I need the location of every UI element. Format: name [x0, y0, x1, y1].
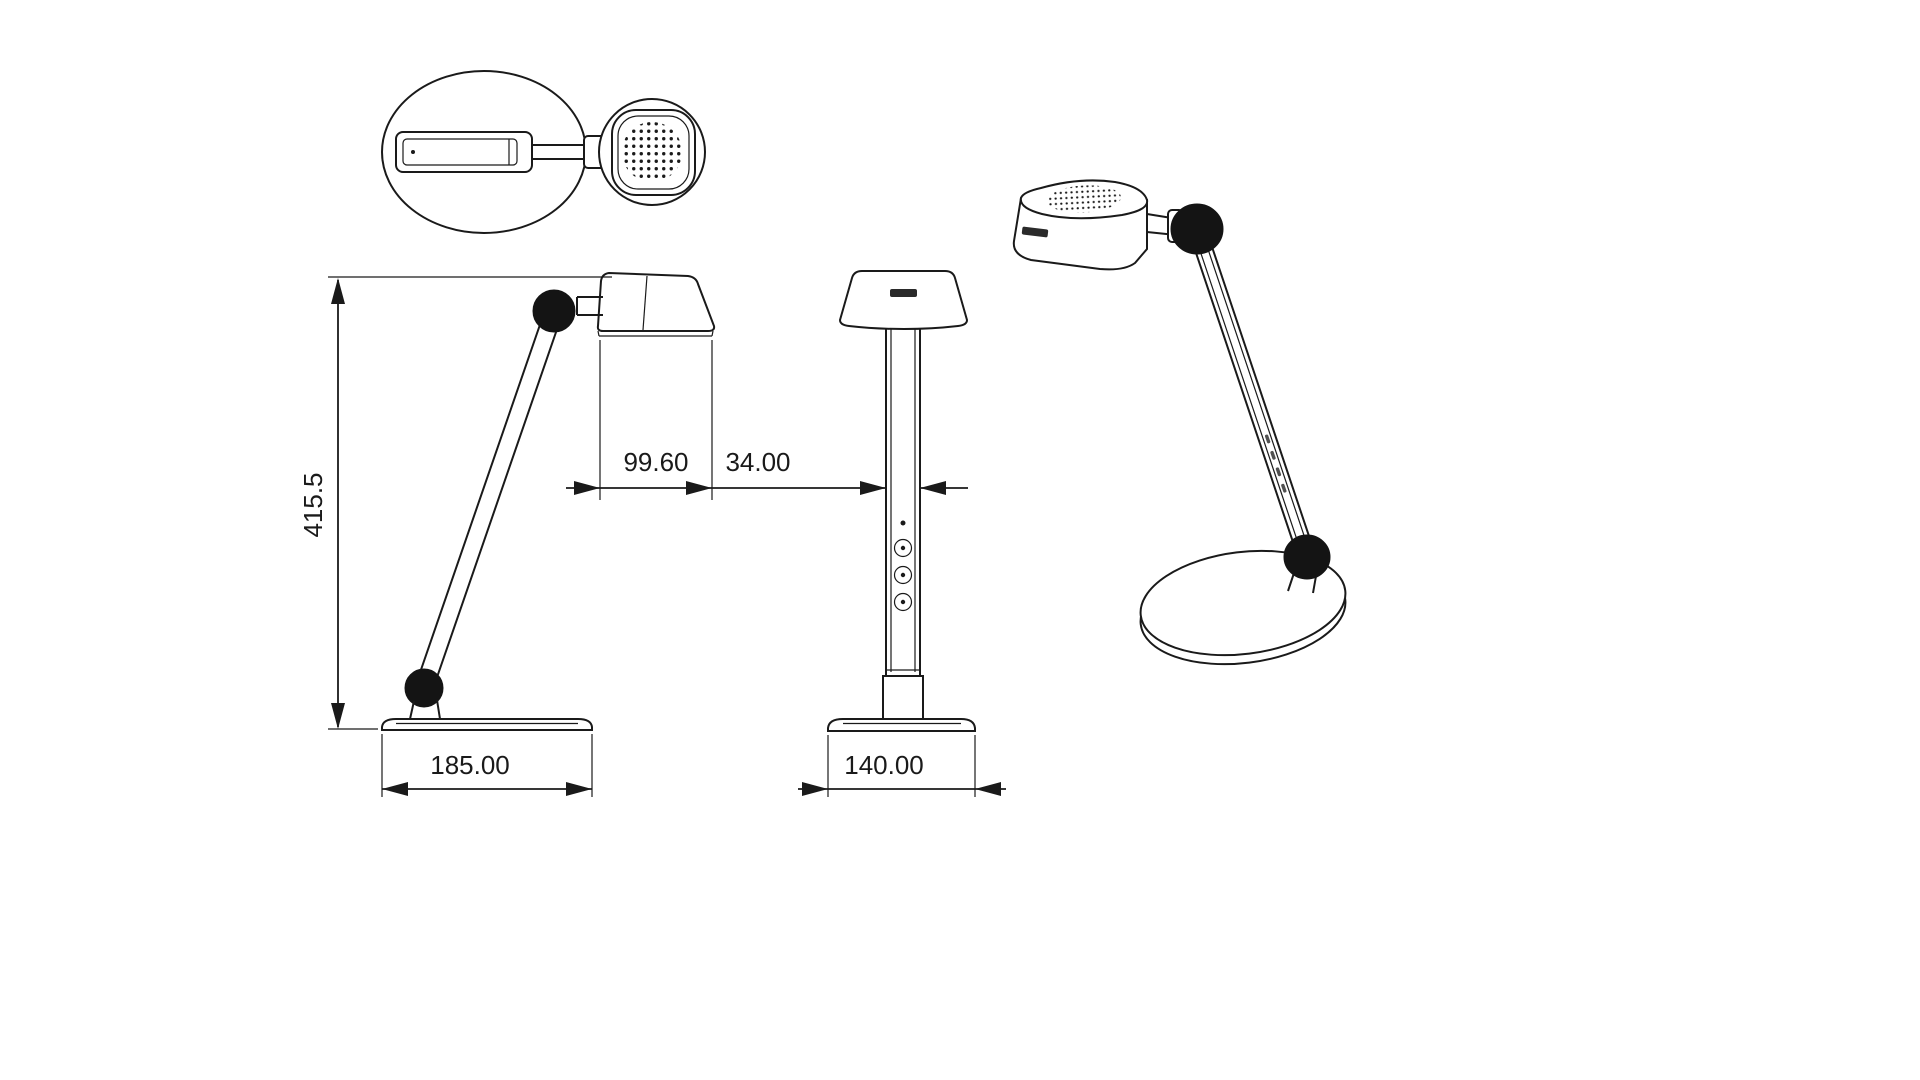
side-view-lower-joint	[404, 668, 444, 708]
perspective-arm-markings	[1264, 434, 1287, 493]
top-view-head-inner	[402, 138, 518, 166]
perspective-stem	[1287, 572, 1295, 592]
indicator-dot	[900, 520, 906, 526]
arrowhead-up	[331, 278, 345, 304]
speaker-grille-dots-perspective	[1047, 185, 1121, 213]
speaker-grille-dots	[622, 122, 682, 182]
control-button-top	[893, 538, 913, 558]
dimension-pole-width: 34.00	[712, 447, 968, 495]
dimension-base-width-value: 140.00	[844, 750, 924, 780]
side-view-shade-lip-edge	[597, 330, 600, 337]
arrowhead-left	[382, 782, 408, 796]
arrowhead-right	[574, 481, 600, 495]
dimension-head-depth: 99.60	[566, 340, 713, 500]
top-view	[381, 70, 706, 234]
perspective-arm-channel	[1200, 227, 1312, 556]
perspective-arm	[1187, 225, 1317, 561]
side-view-arm	[414, 306, 564, 693]
perspective-view	[1012, 179, 1347, 666]
arrowhead-right	[566, 782, 592, 796]
perspective-lower-joint	[1283, 534, 1331, 580]
brand-logo-mark-perspective	[1021, 226, 1049, 238]
arrowhead-left	[975, 782, 1001, 796]
control-button-bottom	[893, 592, 913, 612]
brand-logo-mark	[890, 289, 917, 297]
perspective-stem	[1312, 575, 1317, 594]
front-view	[827, 270, 976, 732]
control-button-middle	[893, 565, 913, 585]
side-view-stem	[436, 699, 441, 720]
side-view	[381, 271, 716, 731]
dimension-base-length-value: 185.00	[430, 750, 510, 780]
dimension-base-width: 140.00	[798, 735, 1006, 797]
dimension-head-depth-value: 99.60	[623, 447, 688, 477]
side-view-stem	[409, 700, 415, 720]
perspective-base-top	[1139, 549, 1347, 657]
arrowhead-down	[331, 703, 345, 729]
arrowhead-right	[802, 782, 828, 796]
arrowhead-right	[860, 481, 886, 495]
front-view-collar	[882, 675, 924, 720]
perspective-arm-channel	[1192, 230, 1304, 559]
top-view-speaker-housing-inner	[617, 115, 690, 190]
arrowhead-left	[920, 481, 946, 495]
dimension-height: 415.5	[298, 276, 612, 730]
side-view-shade	[596, 271, 716, 332]
side-view-shade-lip-edge	[711, 330, 714, 337]
front-view-base	[827, 718, 976, 732]
dimension-base-length: 185.00	[381, 734, 593, 797]
perspective-upper-joint	[1170, 203, 1224, 255]
side-view-shade-seam	[642, 275, 648, 331]
arrowhead-right	[686, 481, 712, 495]
top-view-head-outer	[395, 131, 533, 173]
front-view-shade	[838, 270, 969, 331]
dimension-height-value: 415.5	[298, 472, 328, 537]
side-view-upper-joint	[532, 289, 576, 333]
side-view-base	[381, 718, 593, 731]
dimension-pole-width-value: 34.00	[725, 447, 790, 477]
top-view-head-detail-dot	[411, 150, 415, 154]
